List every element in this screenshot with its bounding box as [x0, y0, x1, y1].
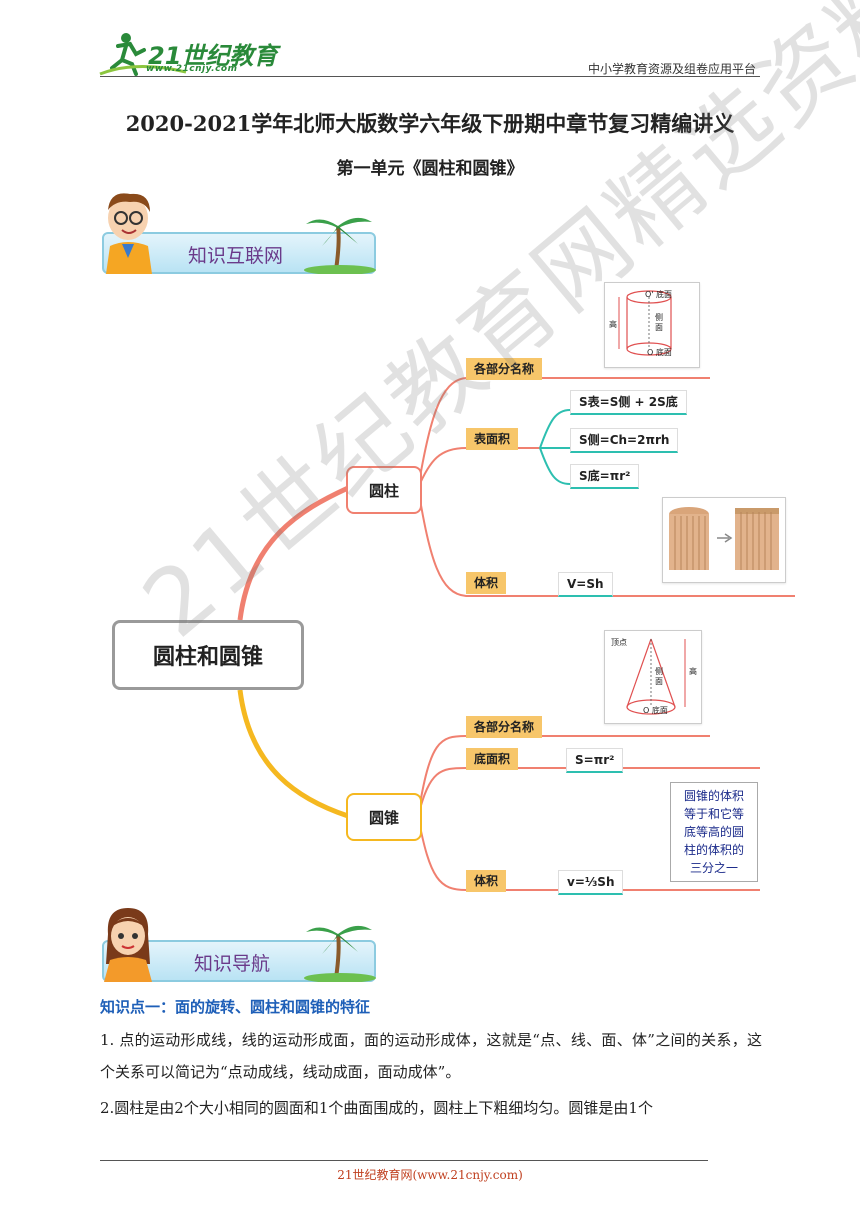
cone-height-label: 高 [689, 667, 697, 676]
cylinder-volume-formula: V=Sh [558, 572, 613, 597]
cylinder-shape-icon [618, 290, 672, 356]
cylinder-side-label: 侧面 [655, 313, 663, 332]
cylinder-cut-icon [669, 507, 779, 570]
cylinder-node: 圆柱 [346, 466, 422, 514]
paragraph-2: 2.圆柱是由2个大小相同的圆面和1个曲面围成的，圆柱上下粗细均匀。圆锥是由1个 [100, 1099, 653, 1117]
section-heading: 知识点一：面的旋转、圆柱和圆锥的特征 [100, 998, 371, 1016]
cylinder-parts-tag: 各部分名称 [466, 358, 543, 380]
palm-tree-icon [304, 925, 376, 982]
cylinder-volume-tag: 体积 [466, 572, 507, 594]
cone-diagram: 顶点 侧面 高 O 底面 [604, 630, 702, 724]
cylinder-surface-formula-1: S表=S侧 + 2S底 [570, 390, 687, 415]
page-title: 2020-2021学年北师大版数学六年级下册期中章节复习精编讲义 [125, 111, 735, 136]
cylinder-height-label: 高 [609, 320, 617, 329]
cylinder-surface-formula-3: S底=πr² [570, 464, 640, 489]
cone-volume-tag: 体积 [466, 870, 507, 892]
paragraph-1: 1. 点的运动形成线，线的运动形成面，面的运动形成体，这就是“点、线、面、体”之… [100, 1031, 762, 1081]
logo-runner-icon [99, 33, 187, 76]
cylinder-volume-illustration [662, 497, 786, 583]
cone-base-tag: 底面积 [466, 748, 519, 770]
mindmap-branches [237, 377, 795, 891]
header-divider [100, 76, 760, 77]
cone-note-line: 圆锥的体积 [683, 789, 744, 803]
cone-base-formula: S=πr² [566, 748, 624, 773]
cone-volume-formula: v=⅓Sh [558, 870, 624, 895]
knowledge-navigation-label: 知识导航 [194, 953, 271, 975]
cone-note-line: 底等高的圆 [683, 825, 744, 839]
knowledge-network-label: 知识互联网 [188, 245, 284, 267]
girl-student-icon [104, 908, 152, 982]
cylinder-surface-formula-2: S侧=Ch=2πrh [570, 428, 679, 453]
cylinder-bottom-label: O 底面 [647, 348, 672, 357]
cone-node: 圆锥 [346, 793, 422, 841]
cone-note-line: 三分之一 [689, 861, 738, 875]
cone-bottom-label: O 底面 [643, 706, 668, 715]
cone-shape-icon [626, 638, 686, 715]
cylinder-top-label: O' 底面 [645, 290, 673, 299]
footer-text: 21世纪教育网(www.21cnjy.com) [337, 1168, 523, 1182]
cone-side-label: 侧面 [655, 667, 663, 686]
cone-parts-tag: 各部分名称 [466, 716, 543, 738]
cylinder-diagram: O' 底面 侧面 高 O 底面 [604, 282, 700, 368]
header-platform-text: 中小学教育资源及组卷应用平台 [587, 62, 756, 76]
cone-volume-note: 圆锥的体积 等于和它等 底等高的圆 柱的体积的 三分之一 [670, 782, 758, 882]
page-subtitle: 第一单元《圆柱和圆锥》 [336, 159, 524, 179]
cone-apex-label: 顶点 [611, 638, 627, 647]
logo-url: www.21cnjy.com [146, 64, 238, 74]
footer-divider [100, 1160, 708, 1161]
palm-tree-icon [304, 217, 376, 274]
cone-note-line: 等于和它等 [683, 807, 744, 821]
boy-teacher-icon [106, 193, 152, 274]
cone-note-line: 柱的体积的 [683, 843, 744, 857]
cylinder-surface-tag: 表面积 [466, 428, 519, 450]
logo-text: 21世纪教育 [148, 42, 278, 70]
mindmap-root: 圆柱和圆锥 [112, 620, 304, 690]
